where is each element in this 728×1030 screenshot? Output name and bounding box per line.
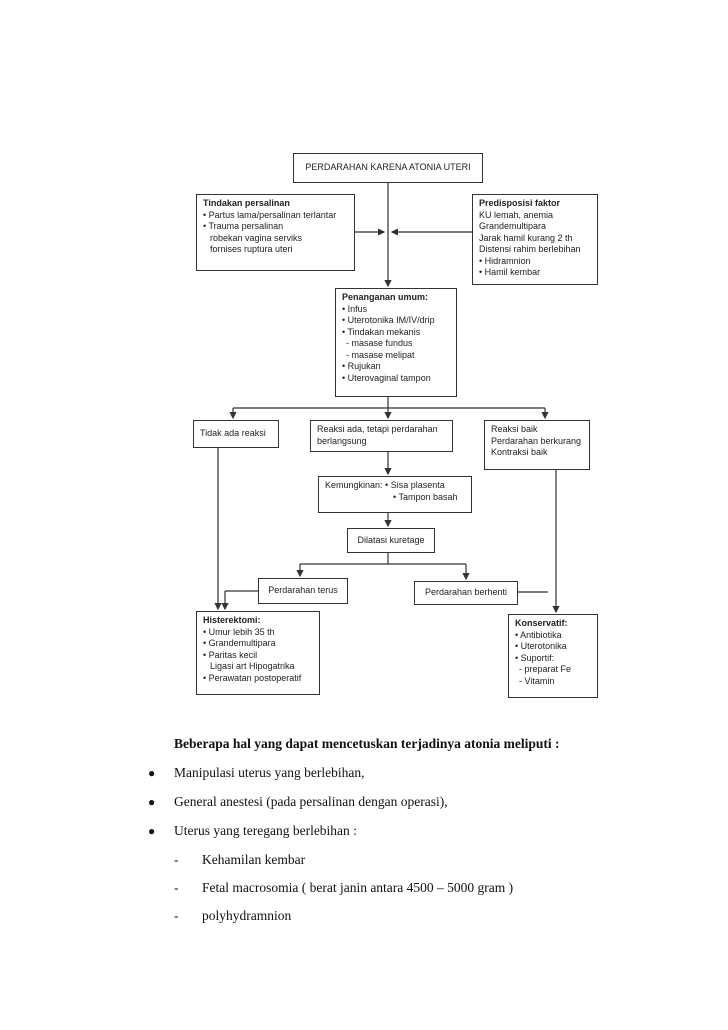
sub-list-item-text: Kehamilan kembar [202,852,306,867]
dash-icon: - [174,908,179,923]
tidak-ada-reaksi-box: Tidak ada reaksi [193,420,279,448]
konservatif-line: - Vitamin [519,675,555,686]
tindakan-title: Tindakan persalinan [203,198,290,208]
tindakan-line: robekan vagina serviks [210,232,303,243]
perdarahan-terus-label: Perdarahan terus [268,585,338,595]
histerektomi-line: Ligasi art Hipogatrika [210,661,295,671]
sub-list-item: - polyhydramnion [148,908,708,924]
reaksi-ada-box: Reaksi ada, tetapi perdarahan berlangsun… [310,420,453,452]
konservatif-title: Konservatif: [515,618,568,628]
dash-icon: - [174,880,179,895]
penanganan-line: - masase fundus [346,338,413,348]
reaksi-baik-line: Kontraksi baik [491,447,548,457]
sub-list-item-text: Fetal macrosomia ( berat janin antara 45… [202,880,514,895]
reaksi-baik-line: Reaksi baik [491,424,538,434]
histerektomi-line: • Paritas kecil [203,649,258,660]
penanganan-line: • Tindakan mekanis [342,326,421,337]
predisposisi-title: Predisposisi faktor [479,198,561,208]
dilatasi-label: Dilatasi kuretage [357,535,425,545]
list-item-text: Uterus yang teregang berlebihan : [174,823,357,838]
perdarahan-berhenti-label: Perdarahan berhenti [424,587,508,597]
dilatasi-kuretage-box: Dilatasi kuretage [347,528,435,553]
kemungkinan-box: Kemungkinan: • Sisa plasenta • Tampon ba… [318,476,472,513]
tindakan-persalinan-box: Tindakan persalinan • Partus lama/persal… [196,194,355,271]
bullet-icon: ● [148,795,156,809]
kemungkinan-line: Kemungkinan: • Sisa plasenta [325,480,445,490]
konservatif-line: • Antibiotika [515,629,562,640]
konservatif-line: • Suportif: [515,652,555,663]
lead-paragraph: Beberapa hal yang dapat mencetuskan terj… [174,736,560,751]
flowchart-connectors [214,182,560,614]
penanganan-line: • Rujukan [342,361,381,371]
konservatif-line: • Uterotonika [515,641,567,651]
tindakan-line: • Partus lama/persalinan terlantar [203,209,337,220]
predisposisi-line: • Hidramnion [479,255,531,266]
konservatif-box: Konservatif: • Antibiotika • Uterotonika… [508,614,598,698]
penanganan-umum-box: Penanganan umum: • Infus • Uterotonika I… [335,288,457,397]
histerektomi-line: • Umur lebih 35 th [203,626,275,637]
dash-icon: - [174,852,179,867]
penanganan-line: • Uterovaginal tampon [342,372,431,383]
perdarahan-berhenti-box: Perdarahan berhenti [414,581,518,605]
list-item: ● General anestesi (pada persalinan deng… [148,794,708,810]
penanganan-line: • Uterotonika IM/IV/drip [342,315,435,325]
predisposisi-line: Jarak hamil kurang 2 th [479,232,573,243]
penanganan-title: Penanganan umum: [342,292,429,302]
konservatif-line: - preparat Fe [519,664,572,674]
reaksi-baik-box: Reaksi baik Perdarahan berkurang Kontrak… [484,420,590,470]
reaksi-ada-line: berlangsung [317,435,367,446]
flowchart-title: PERDARAHAN KARENA ATONIA UTERI [305,162,471,172]
tindakan-line: • Trauma persalinan [203,221,284,231]
flowchart: PERDARAHAN KARENA ATONIA UTERI Tindakan … [193,153,598,698]
histerektomi-title: Histerektomi: [203,615,261,625]
predisposisi-line: • Hamil kembar [479,267,541,277]
list-item-text: General anestesi (pada persalinan dengan… [174,794,448,809]
histerektomi-line: • Perawatan postoperatif [203,672,302,683]
bullet-icon: ● [148,766,156,780]
sub-list-item: - Fetal macrosomia ( berat janin antara … [148,880,708,896]
predisposisi-line: KU lemah, anemia [479,209,554,220]
tindakan-line: fornises ruptura uteri [210,244,293,254]
penanganan-line: • Infus [342,303,368,314]
kemungkinan-line: • Tampon basah [393,491,458,502]
predisposisi-line: Grandemultipara [479,221,547,231]
list-item: ● Uterus yang teregang berlebihan : [148,823,708,839]
reaksi-ada-line: Reaksi ada, tetapi perdarahan [317,424,438,434]
predisposisi-faktor-box: Predisposisi faktor KU lemah, anemia Gra… [472,194,598,285]
penanganan-line: - masase melipat [346,349,415,360]
histerektomi-box: Histerektomi: • Umur lebih 35 th • Grand… [196,611,320,695]
reaksi-baik-line: Perdarahan berkurang [491,435,582,446]
bullet-icon: ● [148,824,156,838]
body-text: Beberapa hal yang dapat mencetuskan terj… [148,736,708,936]
histerektomi-line: • Grandemultipara [203,638,276,648]
tidak-ada-reaksi-label: Tidak ada reaksi [200,428,266,438]
predisposisi-line: Distensi rahim berlebihan [479,244,581,254]
perdarahan-terus-box: Perdarahan terus [258,578,348,604]
flowchart-title-box: PERDARAHAN KARENA ATONIA UTERI [293,153,483,183]
sub-list-item-text: polyhydramnion [202,908,292,923]
list-item-text: Manipulasi uterus yang berlebihan, [174,765,365,780]
sub-list-item: - Kehamilan kembar [148,852,708,868]
list-item: ● Manipulasi uterus yang berlebihan, [148,765,708,781]
